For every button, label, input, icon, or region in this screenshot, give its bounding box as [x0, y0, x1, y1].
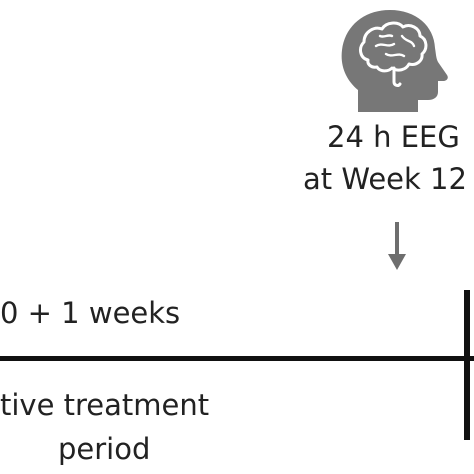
timeline-end-tick: [464, 290, 470, 440]
arrow-down-icon: [388, 222, 406, 270]
eeg-label-line1: 24 h EEG: [327, 120, 460, 154]
treatment-label-line2: period: [58, 432, 151, 466]
duration-label: 0 + 1 weeks: [0, 296, 181, 330]
head-brain-icon: [341, 10, 448, 112]
treatment-label-line1: tive treatment: [0, 388, 210, 422]
timeline-line: [0, 356, 474, 361]
eeg-label-line2: at Week 12: [303, 162, 467, 196]
